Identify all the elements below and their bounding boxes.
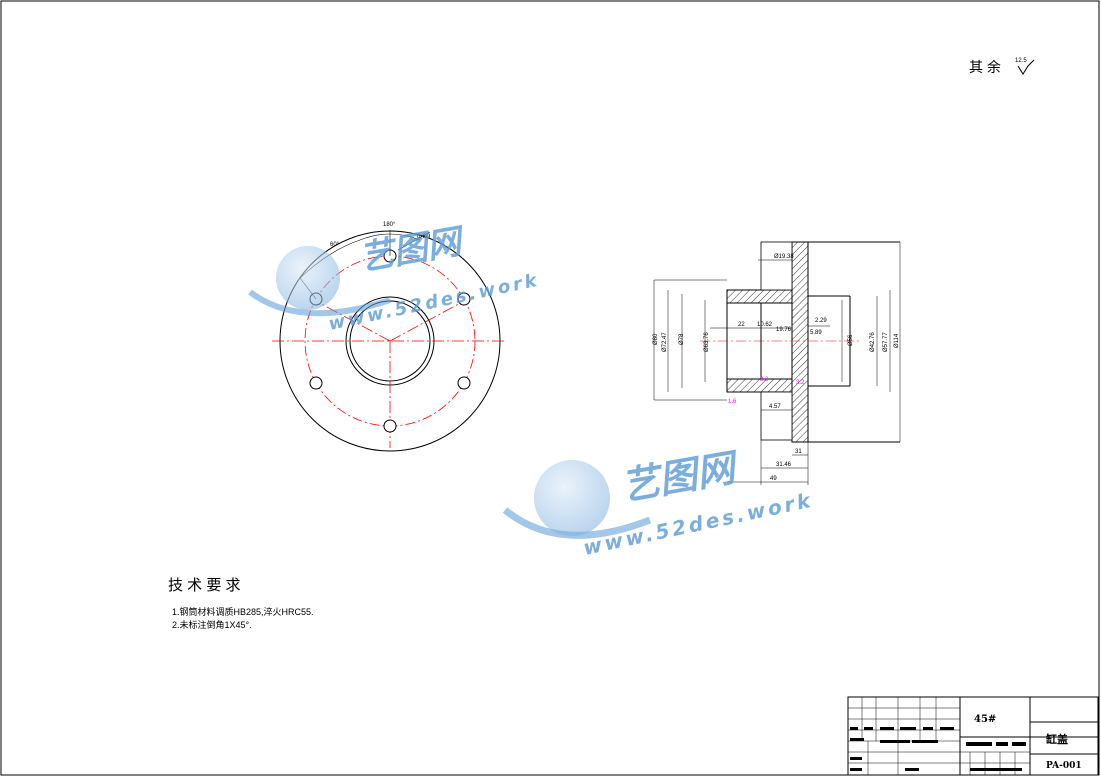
watermark-brand: 艺图网 [357, 221, 469, 279]
bolt-hole [457, 292, 471, 306]
dim-bore-top: Ø19.38 [774, 254, 794, 260]
finish-mark: 1.6 [728, 399, 737, 405]
title-block-material: 45# [974, 714, 996, 725]
dim-d4: Ø63.76 [704, 332, 710, 352]
hole-callout-label: 6-Ø9 [417, 234, 431, 240]
watermark-url: www.52des.work [581, 488, 815, 560]
dim-w49: 49 [770, 476, 777, 482]
dim-t2: 5.89 [810, 330, 822, 336]
angle-top-label: 180° [383, 222, 396, 228]
bolt-hole [457, 376, 471, 390]
title-block-drawing-no: PA-001 [1046, 761, 1082, 771]
dim-t1: 2.29 [815, 318, 827, 324]
dim-d8: Ø114 [894, 333, 900, 348]
flange-section [791, 241, 809, 443]
dim-len-1: 10.62 [757, 322, 773, 328]
dim-step: 4.57 [769, 404, 781, 410]
title-block-cells [850, 727, 1026, 771]
upper-wall-section [726, 289, 793, 304]
upper-port [760, 241, 793, 291]
dim-d7: Ø57.77 [883, 332, 889, 352]
dim-w31: 31 [795, 449, 802, 455]
surface-finish-note: 其 余 12.5 [969, 58, 1035, 75]
section-dimension-lines [653, 242, 901, 485]
title-block-part-name: 缸盖 [1045, 732, 1068, 746]
dim-d5: Ø56 [848, 334, 854, 346]
lower-wall-section [726, 378, 793, 393]
section-view: Ø19.38 Ø80 Ø72.47 Ø78 Ø63.76 22 10.62 19… [653, 241, 901, 485]
dim-d6: Ø42.76 [870, 332, 876, 352]
title-block [847, 696, 1099, 776]
tech-requirement-item: 2.未标注倒角1X45°. [172, 619, 252, 630]
tech-requirement-item: 1.钢筒材料调质HB285,淬火HRC55. [172, 606, 314, 617]
finish-mark: 3.2 [760, 377, 769, 383]
dim-d3: Ø78 [679, 333, 685, 345]
bolt-hole [383, 419, 397, 433]
tech-requirements-title: 技 术 要 求 [168, 577, 241, 594]
lower-port [760, 391, 793, 441]
dim-d1: Ø80 [653, 333, 659, 345]
globe-logo-icon [534, 460, 610, 536]
dim-total: 31.46 [776, 462, 792, 468]
dim-d2: Ø72.47 [662, 332, 668, 352]
surface-note-value: 12.5 [1015, 58, 1027, 64]
finish-mark: 3.2 [796, 380, 805, 386]
roughness-symbol-icon [1017, 59, 1035, 75]
bolt-hole [309, 376, 323, 390]
dim-len-2: 19.76 [776, 327, 792, 333]
tech-requirements: 技 术 要 求 1.钢筒材料调质HB285,淬火HRC55. 2.未标注倒角1X… [168, 577, 314, 630]
globe-logo-icon [276, 246, 340, 310]
watermark-url: www.52des.work [327, 270, 542, 335]
angle-left-label: 60° [330, 242, 340, 248]
section-outline [726, 241, 900, 443]
surface-note-prefix: 其 余 [969, 59, 1001, 75]
watermark-2: 艺图网 www.52des.work [502, 445, 815, 560]
dim-len-22: 22 [738, 322, 745, 328]
watermark-brand: 艺图网 [618, 445, 743, 509]
